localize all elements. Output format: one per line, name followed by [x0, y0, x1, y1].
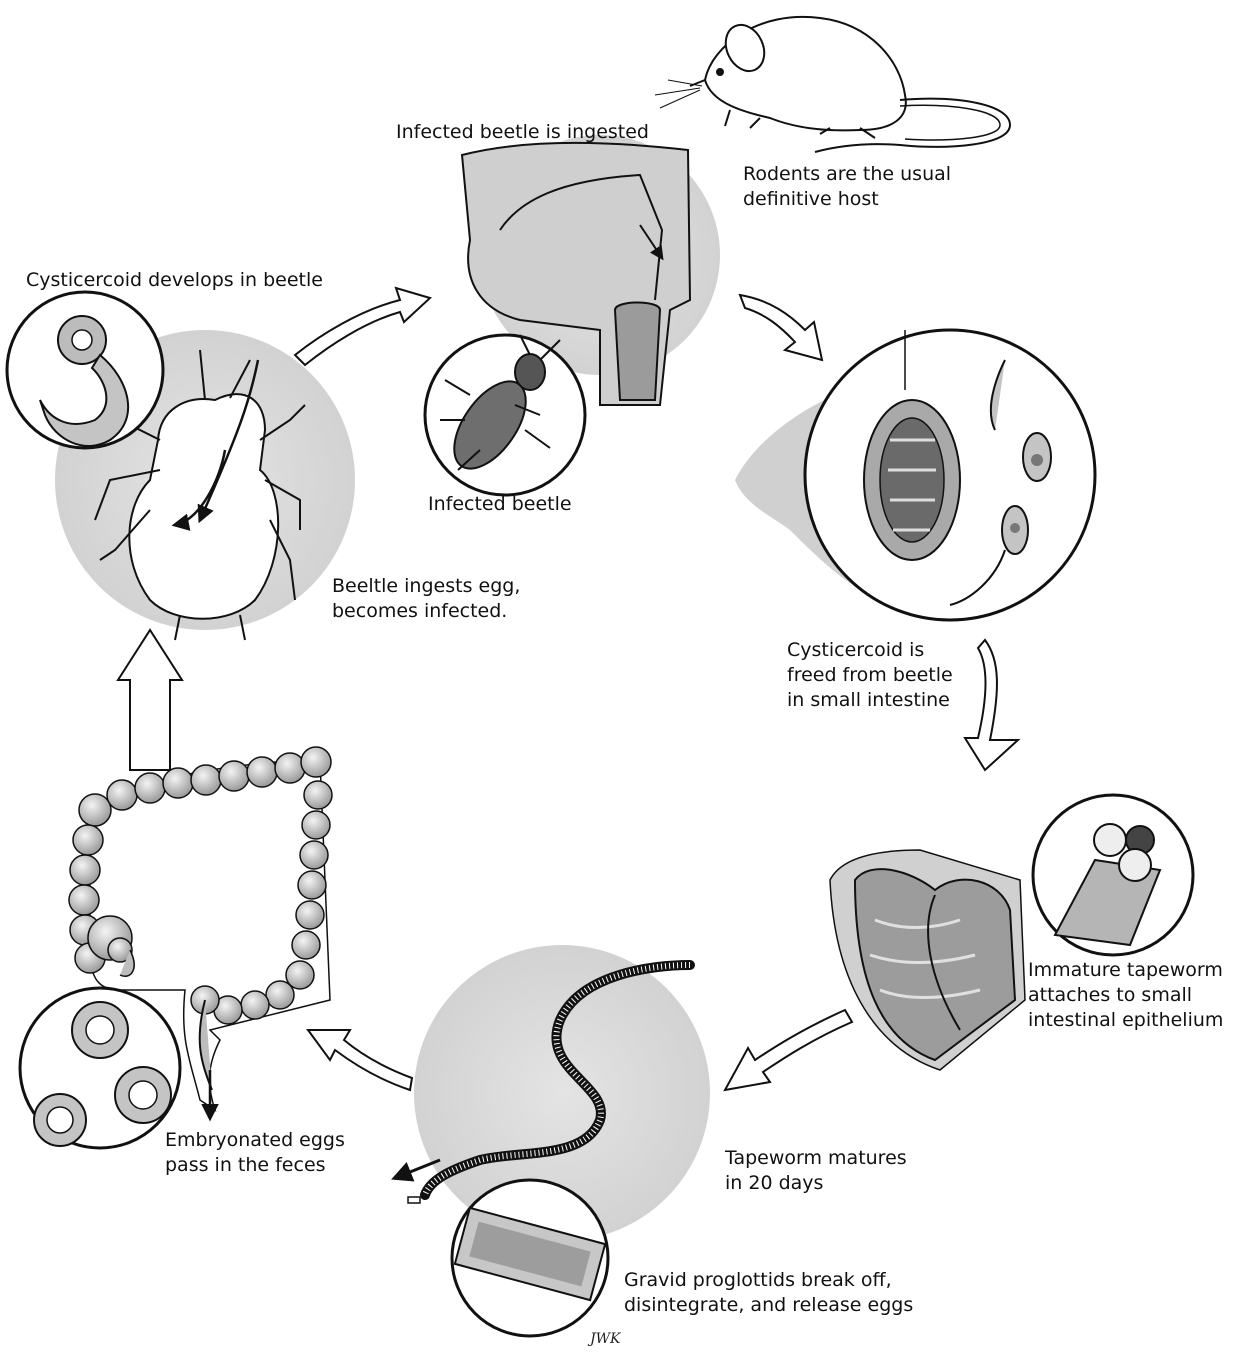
- infected-beetle-inset: [425, 335, 585, 495]
- label-line: disintegrate, and release eggs: [624, 1293, 913, 1318]
- eggs-inset: [20, 988, 180, 1148]
- label-line: Gravid proglottids break off,: [624, 1268, 913, 1293]
- label-beetle-ingests-egg: Beeltle ingests egg, becomes infected.: [332, 574, 520, 624]
- arrow-colon-to-beetle: [118, 630, 182, 770]
- label-immature-tapeworm: Immature tapeworm attaches to small inte…: [1028, 958, 1223, 1033]
- label-line: in small intestine: [787, 688, 953, 713]
- label-line: freed from beetle: [787, 663, 953, 688]
- label-line: in 20 days: [725, 1171, 907, 1196]
- arrow-beetle-to-ingestion: [295, 288, 430, 365]
- arrow-intestine-down: [965, 640, 1018, 770]
- label-line: Beeltle ingests egg,: [332, 574, 520, 599]
- label-cysticercoid-freed: Cysticercoid is freed from beetle in sma…: [787, 638, 953, 713]
- label-rodents-host: Rodents are the usual definitive host: [743, 162, 951, 212]
- label-line: Cysticercoid is: [787, 638, 953, 663]
- scolex-inset: [1033, 795, 1193, 955]
- label-cysticercoid-develops: Cysticercoid develops in beetle: [26, 268, 323, 293]
- label-line: Rodents are the usual: [743, 162, 951, 187]
- artist-signature: JWK: [590, 1331, 620, 1347]
- label-line: intestinal epithelium: [1028, 1008, 1223, 1033]
- cysticercoid-inset: [7, 292, 163, 448]
- label-embryonated-eggs: Embryonated eggs pass in the feces: [165, 1128, 345, 1178]
- label-line: pass in the feces: [165, 1153, 345, 1178]
- label-line: becomes infected.: [332, 599, 520, 624]
- label-infected-beetle-ingested: Infected beetle is ingested: [396, 120, 649, 145]
- intestine-cysticercoid: [735, 330, 1095, 620]
- label-gravid-proglottids: Gravid proglottids break off, disintegra…: [624, 1268, 913, 1318]
- label-line: Immature tapeworm: [1028, 958, 1223, 983]
- arrow-tapeworm-to-colon: [308, 1030, 412, 1090]
- label-infected-beetle: Infected beetle: [428, 492, 572, 517]
- mouse-illustration: [655, 17, 1010, 152]
- label-line: attaches to small: [1028, 983, 1223, 1008]
- arrow-to-tapeworm: [725, 1010, 852, 1090]
- label-tapeworm-matures: Tapeworm matures in 20 days: [725, 1146, 907, 1196]
- label-line: Tapeworm matures: [725, 1146, 907, 1171]
- intestine-attached-tapeworm: [830, 850, 1025, 1070]
- label-line: definitive host: [743, 187, 951, 212]
- proglottid-inset: [452, 1180, 608, 1336]
- label-line: Embryonated eggs: [165, 1128, 345, 1153]
- arrow-ingestion-to-intestine: [740, 295, 822, 360]
